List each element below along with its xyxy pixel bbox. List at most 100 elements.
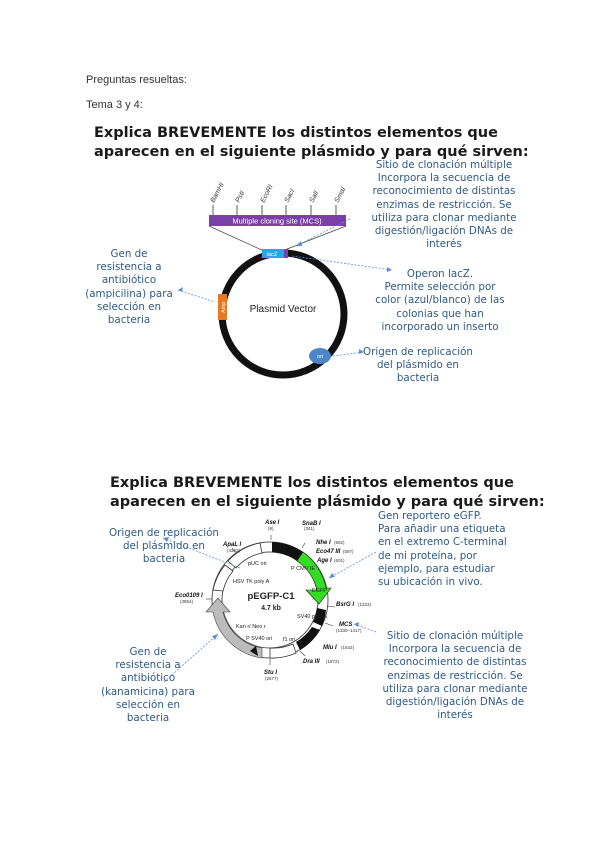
site-pos-snab: (341) [304, 526, 315, 531]
note-line: selección en [96, 300, 162, 313]
ori-ellipse [309, 348, 331, 364]
lacz-label: lacZ [267, 252, 278, 258]
puc-ori-segment [227, 542, 263, 569]
note-q1-ori: Origen de replicación del plásmido en ba… [360, 346, 476, 386]
note-q2-mcs: Sitio de clonación múltiple Incorpora la… [370, 630, 540, 722]
note-line: Sitio de clonación múltiple [386, 630, 524, 642]
note-line: color (azul/blanco) de las [375, 294, 505, 307]
note-q1-resistance: Gen de resistencia a antibiótico (ampici… [74, 248, 184, 327]
site-label-apal: ApaL I [222, 542, 242, 548]
arrowhead-q2-mcs [354, 622, 359, 627]
site-tick [299, 650, 306, 657]
header-line-2: Tema 3 y 4: [86, 99, 143, 111]
site-pos-eco0109: (3854) [180, 599, 194, 604]
arrow-resistance [177, 289, 216, 303]
note-line: bacteria [142, 553, 186, 566]
note-q1-mcs: Sitio de clonación múltiple Incorpora la… [360, 159, 528, 251]
ori-label: ori [317, 354, 323, 360]
feature-label-f1-ori: f1 ori [283, 637, 295, 643]
f1-ori-segment [269, 643, 297, 659]
feature-label-kan-neo: Kan r/ Neo r [236, 624, 266, 630]
note-line: colonias que han [396, 307, 484, 320]
note-line: enzimas de restricción. Se [376, 198, 512, 211]
note-line: del plásmido en [377, 359, 459, 372]
site-label-mlu: Mlu I [323, 645, 337, 651]
note-line: digestión/ligación DNAs de [374, 225, 514, 238]
mcs-expansion-line-right [281, 225, 347, 252]
arrow-q2-mcs [353, 623, 377, 633]
site-pos-dra: (1872) [326, 659, 340, 664]
note-line: Incorpora la secuencia de [377, 172, 511, 185]
mcs-expansion-line-left [208, 225, 265, 252]
plasmid-center-label: Plasmid Vector [250, 304, 317, 315]
egfp-segment [296, 551, 332, 605]
mcs-bar-label: Multiple cloning site (MCS) [232, 217, 322, 226]
site-label-ase: Ase I [264, 520, 280, 526]
site-label-snab: SnaB I [302, 521, 321, 527]
arrowhead-ori [359, 349, 364, 354]
arrow-lacz [291, 255, 393, 271]
note-line: antibiótico [101, 274, 157, 287]
note-line: interés [437, 709, 473, 722]
site-label-eco47: Eco47 III [316, 549, 341, 555]
enzyme-label-sali: SalI [309, 190, 321, 204]
pegfp-name: pEGFP-C1 [248, 591, 296, 602]
note-line: en el extremo C-terminal [378, 536, 507, 549]
note-line: Gen de [129, 646, 167, 658]
amp-label: Amp [221, 302, 227, 313]
lacz-segment [262, 249, 284, 258]
site-label-age: Age I [316, 558, 332, 564]
note-line: Operon lacZ. [406, 268, 474, 280]
feature-label-hsv-tk: HSV TK poly A [233, 579, 270, 585]
kan-neo-segment [205, 597, 263, 659]
note-line: su ubicación in vivo. [378, 576, 483, 589]
note-line: incorporado un inserto [381, 320, 499, 333]
mcs-block [313, 608, 326, 626]
note-line: Sitio de clonación múltiple [375, 159, 513, 171]
note-q1-lacz: Operon lacZ. Permite selección por color… [372, 268, 508, 334]
note-line: Gen reportero eGFP. [378, 510, 482, 522]
site-tick [326, 605, 336, 608]
arrowhead-q2-resistance [212, 634, 218, 640]
note-line: Gen de [110, 248, 148, 260]
mcs-bar [209, 215, 346, 226]
pegfp-size: 4.7 kb [261, 605, 281, 612]
arrowhead-lacz [387, 267, 392, 272]
feature-label-puc-ori: pUC ori [248, 561, 267, 567]
note-line: de mi proteína, por [378, 549, 477, 562]
cmv-promoter-segment [272, 542, 303, 561]
note-line: resistencia a [115, 659, 181, 672]
feature-label-egfp: EGFP [312, 588, 327, 594]
site-label-nhe: Nhe I [316, 540, 331, 546]
arrowhead-mcs [296, 241, 302, 246]
note-line: del plásmido en [123, 540, 205, 553]
arrow-q2-egfp [328, 551, 377, 579]
site-pos-mcs: (1330–1417) [336, 628, 362, 633]
site-pos-age: (601) [334, 558, 345, 563]
site-tick [301, 542, 306, 549]
arrowhead-resistance [178, 287, 183, 292]
note-line: digestión/ligación DNAs de [385, 696, 525, 709]
feature-label-pcmv: P CMV IE [291, 566, 315, 572]
note-line: bacteria [107, 314, 151, 327]
site-pos-apal: (4363) [227, 548, 241, 553]
note-q2-resistance: Gen de resistencia a antibiótico (kanami… [92, 646, 204, 725]
site-pos-stu: (2577) [265, 676, 279, 681]
note-line: reconocimiento de distintas [383, 656, 527, 669]
header-line-1: Preguntas resueltas: [86, 74, 187, 86]
site-tick [231, 547, 237, 554]
note-line: interés [426, 238, 462, 251]
arrow-mcs [295, 218, 351, 247]
site-label-dra: Dra III [303, 659, 320, 665]
note-q2-egfp: Gen reportero eGFP. Para añadir una etiq… [378, 510, 518, 589]
site-pos-bsrg: (1323) [358, 602, 372, 607]
arrow-ori [332, 351, 365, 357]
note-q2-ori: Origen de replicación del plásmido en ba… [104, 527, 224, 567]
site-label-stu: Stu I [264, 670, 277, 676]
note-line: Origen de replicación [109, 527, 219, 539]
question-2-title-line-1: Explica BREVEMENTE los distintos element… [110, 475, 514, 491]
mcs-segment [284, 249, 288, 258]
arrowhead-q2-ori [163, 537, 169, 542]
